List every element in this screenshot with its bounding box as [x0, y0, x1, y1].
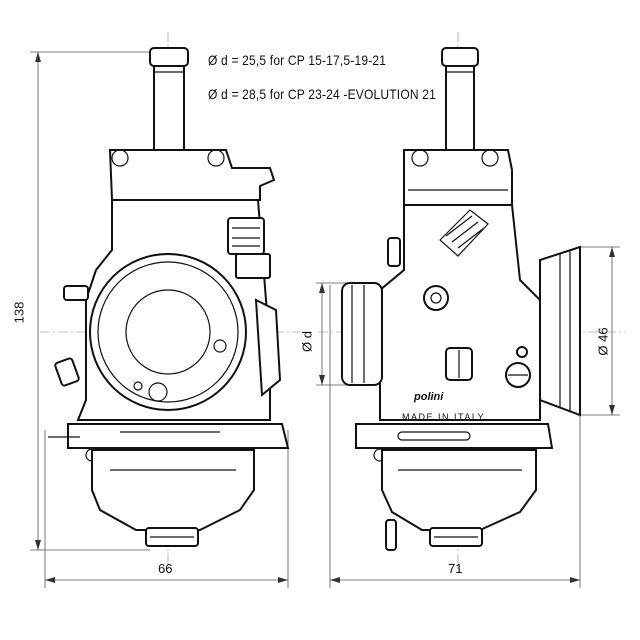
width-dimension-side [329, 285, 581, 588]
inlet-diameter-dimension [316, 282, 350, 386]
bore-note-line-1: Ø d = 25,5 for CP 15-17,5-19-21 [208, 52, 387, 68]
side-view: polini MADE IN ITALY [341, 47, 581, 551]
width-dimension-front [44, 430, 289, 588]
front-width-dimension-label: 66 [158, 561, 173, 576]
height-dimension [30, 51, 160, 551]
inlet-diameter-label: Ø d [299, 331, 315, 352]
bore-note-line-2: Ø d = 28,5 for CP 23-24 -EVOLUTION 21 [208, 86, 436, 102]
origin-marking: MADE IN ITALY [402, 412, 485, 422]
brand-marking: polini [413, 391, 444, 403]
front-view [48, 47, 290, 547]
outlet-diameter-label: Ø 46 [595, 327, 611, 356]
height-dimension-label: 138 [11, 301, 27, 324]
side-width-dimension-label: 71 [448, 561, 463, 576]
outlet-diameter-dimension [580, 246, 620, 416]
